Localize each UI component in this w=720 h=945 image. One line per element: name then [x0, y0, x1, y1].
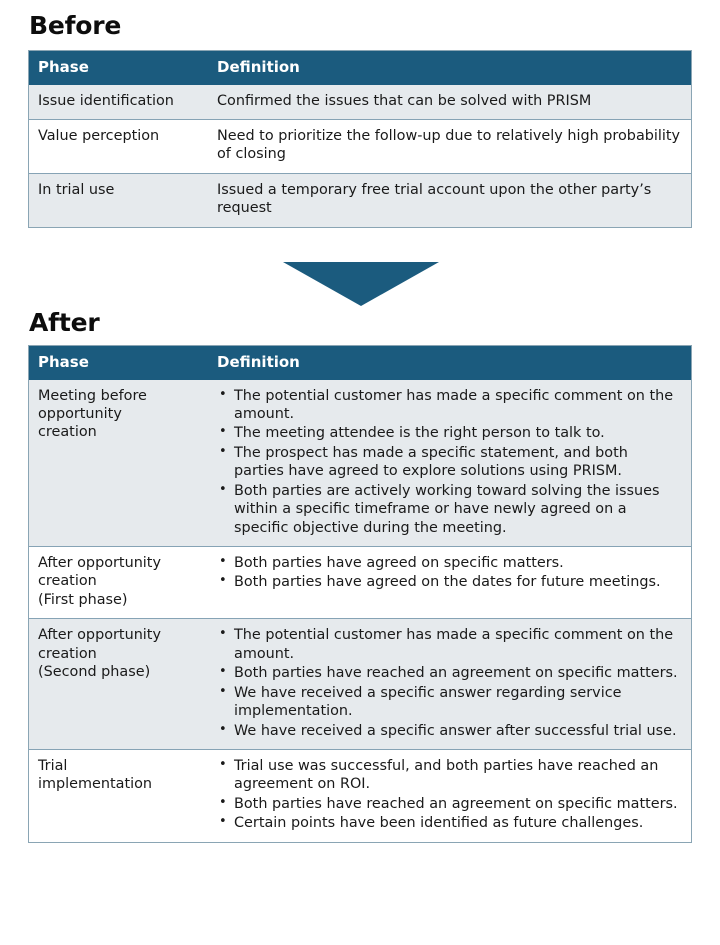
bullet-item: We have received a specific answer after…	[217, 720, 681, 740]
phase-label: Issue identification	[38, 92, 174, 109]
before-table: Phase Definition Issue identification Co…	[28, 50, 692, 228]
table-header-row: Phase Definition	[29, 51, 691, 85]
table-row: Meeting before opportunity creation The …	[29, 379, 691, 547]
bullet-item: Both parties have agreed on the dates fo…	[217, 572, 681, 591]
bullet-item: Both parties have reached an agreement o…	[217, 794, 681, 813]
table-row: Trial implementation Trial use was succe…	[29, 748, 691, 842]
before-section-heading: Before	[29, 11, 122, 40]
column-header-phase: Phase	[29, 346, 207, 380]
phase-label: Value perception	[38, 127, 160, 144]
phase-label: Trial implementation	[38, 757, 153, 793]
phase-label: After opportunity creation (First phase)	[38, 555, 161, 608]
table-row: After opportunity creation (Second phase…	[29, 618, 691, 750]
bullet-item: Both parties have reached an agreement o…	[217, 663, 681, 682]
table-row: In trial use Issued a temporary free tri…	[29, 172, 691, 227]
column-header-definition: Definition	[207, 51, 691, 85]
definition-bullet-list: Both parties have agreed on specific mat…	[217, 553, 681, 592]
phase-label: In trial use	[38, 181, 115, 198]
definition-bullet-list: The potential customer has made a specif…	[217, 386, 681, 538]
bullet-item: Both parties are actively working toward…	[217, 481, 681, 537]
bullet-item: The prospect has made a specific stateme…	[217, 443, 681, 481]
bullet-item: The meeting attendee is the right person…	[217, 423, 681, 442]
definition-text: Need to prioritize the follow-up due to …	[217, 127, 681, 163]
definition-bullet-list: The potential customer has made a specif…	[217, 625, 681, 740]
column-header-phase: Phase	[29, 51, 207, 85]
bullet-item: The potential customer has made a specif…	[217, 386, 681, 424]
bullet-item: Both parties have agreed on specific mat…	[217, 553, 681, 572]
definition-text: Confirmed the issues that can be solved …	[217, 92, 592, 109]
definition-bullet-list: Trial use was successful, and both parti…	[217, 756, 681, 833]
table-row: After opportunity creation (First phase)…	[29, 545, 691, 619]
down-arrow-icon	[283, 262, 439, 306]
bullet-item: Trial use was successful, and both parti…	[217, 756, 681, 794]
table-row: Value perception Need to prioritize the …	[29, 118, 691, 174]
phase-label: Meeting before opportunity creation	[38, 387, 147, 441]
bullet-item: Certain points have been identified as f…	[217, 813, 681, 832]
column-header-definition: Definition	[207, 346, 691, 380]
phase-label: After opportunity creation (Second phase…	[38, 627, 161, 681]
after-table: Phase Definition Meeting before opportun…	[28, 345, 692, 843]
bullet-item: We have received a specific answer regar…	[217, 683, 681, 721]
bullet-item: The potential customer has made a specif…	[217, 625, 681, 663]
table-header-row: Phase Definition	[29, 346, 691, 380]
definition-text: Issued a temporary free trial account up…	[217, 181, 652, 217]
after-section-heading: After	[29, 308, 100, 337]
table-row: Issue identification Confirmed the issue…	[29, 84, 691, 120]
